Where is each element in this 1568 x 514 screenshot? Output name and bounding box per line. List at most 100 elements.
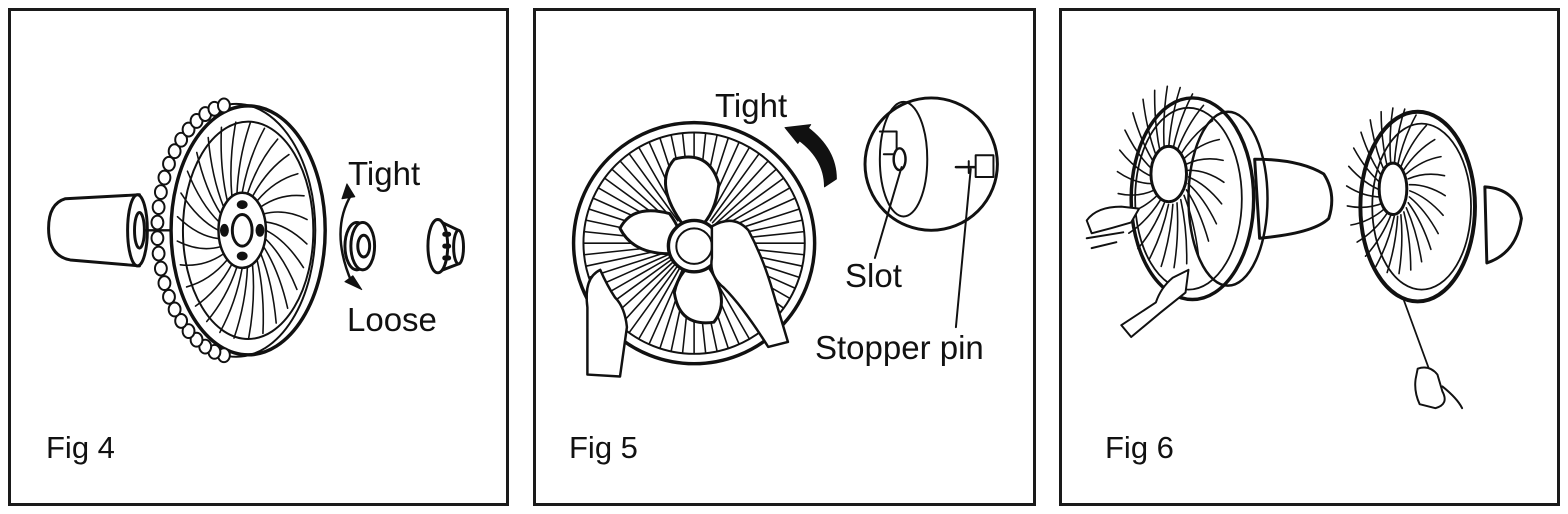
grille-spoke [195, 151, 222, 215]
grille-spoke [256, 172, 299, 202]
grille-spoke [176, 215, 220, 240]
figure-label: Fig 6 [1105, 430, 1174, 465]
fig-6-illustration [1085, 85, 1523, 410]
grille-spoke [186, 170, 220, 223]
grille-spoke [1187, 176, 1223, 205]
grille-spoke [205, 266, 238, 323]
rim-bump [151, 199, 166, 216]
tight-arrow [794, 127, 837, 188]
grille-spoke [236, 121, 252, 195]
rim-bump [153, 184, 168, 200]
rim-bump [150, 230, 165, 247]
grille-spoke [264, 221, 308, 245]
grille-spoke [1183, 194, 1200, 256]
grille-spoke [219, 267, 243, 334]
washer [343, 220, 377, 272]
grille-spoke [185, 258, 229, 288]
grille-spoke [220, 126, 229, 202]
loose-label: Loose [347, 301, 437, 338]
grille-spoke [1403, 211, 1412, 271]
grille-spoke [637, 266, 682, 340]
grille-spoke [1167, 86, 1181, 151]
figure-label: Fig 4 [46, 430, 115, 465]
rim-bump [153, 260, 168, 277]
grille-spoke [1408, 196, 1440, 235]
fig-4-illustration [47, 97, 465, 364]
cord-hand [1414, 366, 1446, 410]
grille-spoke [259, 194, 305, 208]
grille-spoke [713, 168, 778, 226]
grille-spoke [1386, 215, 1399, 274]
upper-hand [1085, 205, 1141, 235]
grille-spoke [1408, 190, 1444, 217]
left-hand [585, 268, 629, 378]
grille-spoke [1396, 114, 1417, 167]
spinner-cap [426, 217, 465, 275]
grille-spoke [1187, 182, 1218, 225]
stopper-pin-label: Stopper pin [815, 329, 984, 366]
grille-spoke [233, 266, 249, 339]
grille-spoke [1173, 202, 1179, 269]
motor-housing-left [1253, 157, 1334, 240]
fig-5-illustration [571, 96, 999, 378]
rim-bump [217, 97, 231, 114]
right-hand [710, 219, 790, 349]
fan-blades [618, 155, 723, 325]
slot-leader [873, 166, 903, 259]
grille-spoke [180, 192, 220, 232]
grille-spoke [259, 252, 277, 324]
grille-spoke [1350, 207, 1387, 226]
grille-spoke [628, 152, 679, 222]
grille-spoke [1116, 170, 1155, 185]
grille-spoke [1162, 85, 1169, 152]
grille-spoke [1407, 201, 1432, 251]
stopper-pin-leader [954, 168, 972, 329]
grille-spoke [1185, 158, 1224, 165]
grille-spoke [1364, 214, 1392, 257]
rim-bump [151, 245, 166, 262]
grille-spoke [194, 263, 233, 307]
grille-spoke [230, 121, 237, 198]
rim-bump [167, 143, 182, 160]
grille-spoke [1403, 138, 1436, 171]
lower-hand [1120, 268, 1190, 339]
grille-spoke [1405, 155, 1442, 175]
grille-spoke [1148, 203, 1170, 261]
slot-label: Slot [845, 257, 902, 294]
grille-spoke [1407, 173, 1446, 180]
grille-spoke [246, 138, 279, 195]
front-grille-left [1187, 110, 1269, 287]
motor-housing-right [1483, 185, 1523, 265]
grille-spoke [179, 252, 225, 267]
figure-label: Fig 5 [569, 430, 638, 465]
rotation-arrow [339, 192, 354, 284]
grille-spoke [264, 237, 298, 291]
tight-label: Tight [715, 87, 788, 124]
grille-spoke [1160, 203, 1174, 268]
panel-fig-4: Tight Loose Fig 4 [8, 8, 509, 506]
motor-housing [47, 193, 183, 268]
rim-bump [174, 131, 189, 148]
grille-spoke [1176, 104, 1205, 152]
rim-bump [174, 313, 189, 329]
grille-spoke [1137, 202, 1166, 250]
panel-fig-5: Tight Slot Stopper pin Fig 5 [533, 8, 1036, 506]
grille-spoke [1117, 189, 1156, 196]
rim-bump [162, 288, 176, 305]
grille-spoke [247, 263, 255, 340]
grille-spoke [1405, 207, 1423, 263]
grille-spoke [1398, 214, 1403, 275]
grille-spoke [1408, 183, 1447, 197]
grille-spoke [1172, 93, 1194, 151]
rim-bump [162, 155, 176, 172]
panel-fig-6: Fig 6 [1059, 8, 1560, 506]
grille-spoke [265, 229, 305, 269]
grille-spoke [207, 136, 225, 208]
grille-spoke [176, 240, 222, 250]
tight-label: Tight [348, 155, 421, 192]
grille-spoke [711, 160, 769, 224]
grille-spoke [1393, 108, 1406, 167]
grille-spoke [241, 127, 266, 194]
grille-spoke [709, 152, 760, 222]
grille-spoke [628, 264, 679, 334]
